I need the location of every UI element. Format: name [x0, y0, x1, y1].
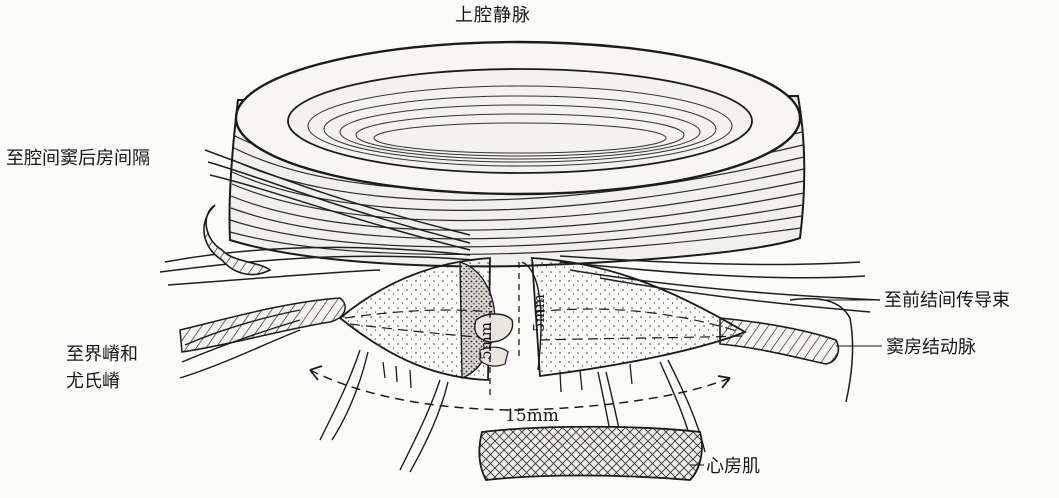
label-15mm: 15mm [505, 406, 559, 426]
label-to-crista-terminalis-line2: 尤氏嵴 [66, 371, 120, 392]
label-superior-vena-cava: 上腔静脉 [455, 5, 531, 26]
leader-lines [690, 299, 882, 466]
node-spines [382, 361, 633, 393]
label-to-crista-terminalis-line1: 至界嵴和 [66, 344, 138, 365]
dimension-5mm-lines [489, 262, 520, 400]
label-crista-terminalis-group: 至界嵴和 尤氏嵴 [66, 341, 166, 395]
label-sinoatrial-nodal-artery: 窦房结动脉 [886, 337, 976, 358]
dimension-15mm-arrow [309, 365, 731, 411]
central-nodal-artery-section [474, 313, 514, 367]
label-to-anterior-internodal-tract: 至前结间传导束 [884, 290, 1010, 311]
sa-node-left-half [338, 257, 496, 381]
label-to-intercaval-posterior-septum: 至腔间窦后房间隔 [6, 148, 150, 169]
label-5mm-left: 5mm [477, 322, 495, 360]
atrial-fiber-bundles [159, 149, 881, 313]
label-5mm-right: 5mm [530, 294, 548, 332]
left-tissue-fold [179, 204, 346, 353]
sa-node-right-half [521, 257, 748, 378]
sinoatrial-artery-shape [719, 297, 854, 403]
atrial-muscle-patch [478, 425, 703, 481]
vena-cava-opening [234, 40, 802, 196]
label-atrial-muscle: 心房肌 [706, 456, 760, 477]
